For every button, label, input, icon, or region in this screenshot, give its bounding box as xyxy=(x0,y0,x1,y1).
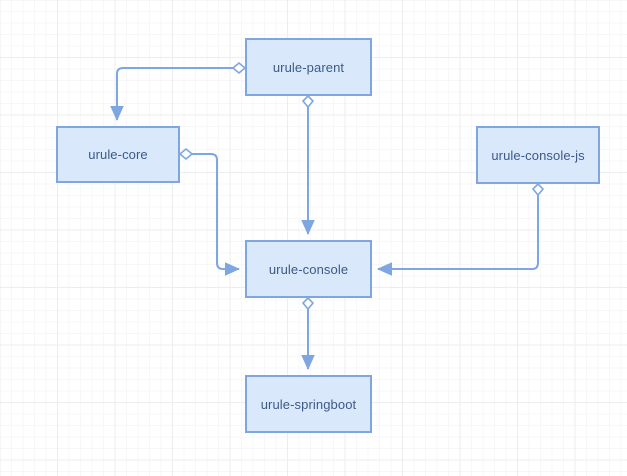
diamond-marker xyxy=(231,61,247,75)
edge-console-to-springboot xyxy=(301,296,315,370)
node-label-urule-console-js: urule-console-js xyxy=(491,147,585,163)
node-label-urule-springboot: urule-springboot xyxy=(260,396,357,412)
node-urule-console[interactable]: urule-console xyxy=(245,240,372,298)
node-label-urule-parent: urule-parent xyxy=(272,59,345,75)
diamond-marker xyxy=(301,296,315,311)
node-urule-console-js[interactable]: urule-console-js xyxy=(476,126,600,184)
edge-parent-to-core xyxy=(110,61,247,121)
node-urule-core[interactable]: urule-core xyxy=(56,126,180,183)
edge-core-to-console xyxy=(178,147,240,276)
node-urule-springboot[interactable]: urule-springboot xyxy=(245,375,372,433)
node-label-urule-core: urule-core xyxy=(88,147,148,162)
diamond-marker xyxy=(178,147,194,161)
node-label-urule-console: urule-console xyxy=(268,261,349,277)
diamond-marker xyxy=(301,94,315,109)
node-urule-parent[interactable]: urule-parent xyxy=(245,38,372,96)
diamond-marker xyxy=(531,182,545,197)
edge-console-js-to-console xyxy=(377,182,545,276)
edge-parent-to-console xyxy=(301,94,315,235)
